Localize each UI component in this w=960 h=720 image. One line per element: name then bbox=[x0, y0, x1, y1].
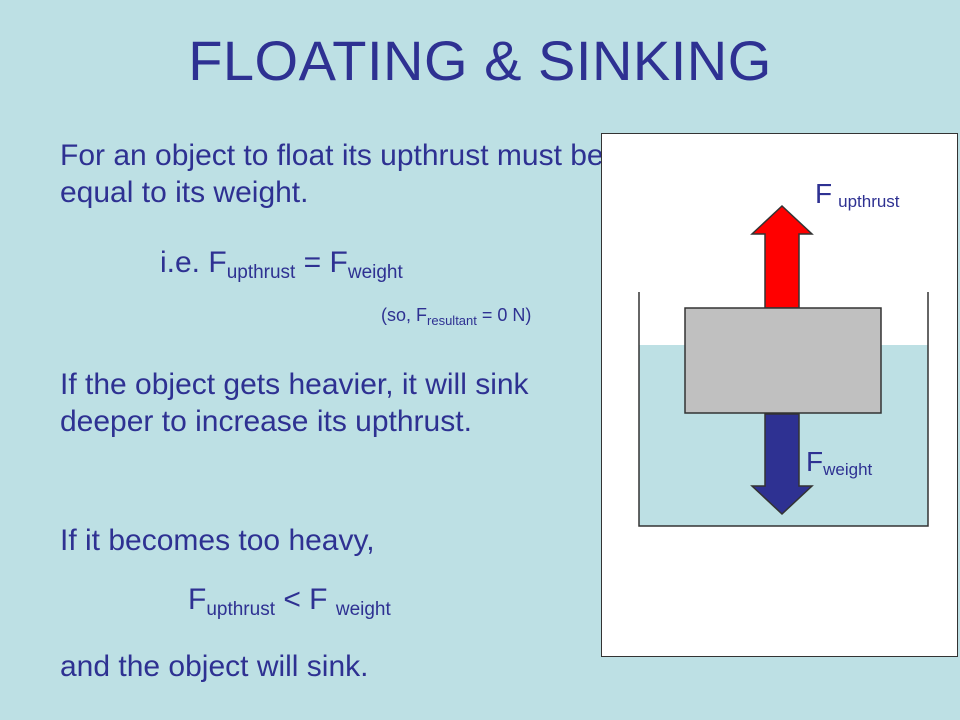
note-suffix: = 0 N) bbox=[476, 305, 532, 325]
eq1-sub-upthrust: upthrust bbox=[226, 262, 296, 283]
page-title: FLOATING & SINKING bbox=[188, 29, 772, 92]
float-condition-text: For an object to float its upthrust must… bbox=[60, 139, 604, 209]
sinking-inequality: Fupthrust < F weight bbox=[188, 583, 391, 621]
heavier-text: If the object gets heavier, it will sink… bbox=[60, 368, 529, 438]
resultant-note: (so, Fresultant = 0 N) bbox=[381, 305, 531, 328]
upthrust-label-main: F bbox=[815, 178, 833, 209]
sink-conclusion-text: and the object will sink. bbox=[60, 650, 369, 683]
weight-label-main: F bbox=[806, 446, 824, 477]
eq1-mid: = F bbox=[295, 246, 348, 279]
upthrust-label-sub: upthrust bbox=[838, 192, 900, 211]
weight-arrow bbox=[750, 413, 814, 516]
eq1-sub-weight: weight bbox=[347, 262, 403, 283]
too-heavy-text: If it becomes too heavy, bbox=[60, 524, 375, 557]
note-sub: resultant bbox=[427, 313, 477, 328]
eq2-sub-upthrust: upthrust bbox=[206, 599, 275, 620]
container bbox=[638, 292, 929, 527]
eq2-sub-weight: weight bbox=[335, 599, 391, 620]
diagram-svg bbox=[638, 204, 929, 527]
eq2-prefix: F bbox=[188, 583, 207, 616]
weight-label: Fweight bbox=[806, 446, 872, 480]
equilibrium-equation: i.e. Fupthrust = Fweight bbox=[160, 246, 403, 284]
eq2-mid: < F bbox=[274, 583, 336, 616]
note-prefix: (so, F bbox=[381, 305, 428, 325]
eq1-prefix: i.e. F bbox=[160, 246, 227, 279]
floating-block bbox=[684, 307, 882, 414]
weight-label-sub: weight bbox=[823, 460, 873, 479]
upthrust-arrow bbox=[750, 204, 814, 309]
